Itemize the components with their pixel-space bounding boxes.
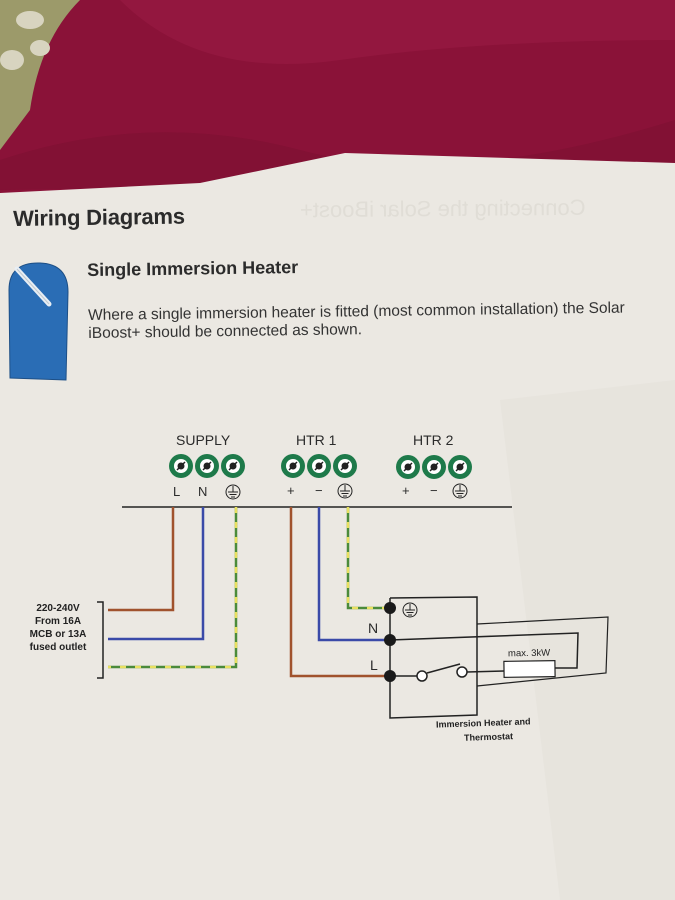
heating-element	[503, 660, 556, 678]
heater-label-l: L	[370, 657, 378, 673]
supply-note: 220-240V From 16A MCB or 13A fused outle…	[22, 602, 94, 654]
group-label-htr1: HTR 1	[296, 432, 337, 448]
terminal-group-supply	[169, 454, 245, 500]
terminal-screw	[333, 454, 357, 478]
supply-live-wire	[108, 507, 175, 612]
terminal-screw	[221, 454, 245, 478]
thermostat-contact-b	[456, 666, 468, 678]
terminal-blocks	[169, 454, 472, 500]
immersion-heater-icon	[8, 262, 69, 381]
group-label-htr2: HTR 2	[413, 432, 454, 448]
terminal-screw	[195, 454, 219, 478]
page-title: Wiring Diagrams	[13, 203, 185, 231]
supply-note-line: 220-240V	[36, 603, 80, 614]
thermostat-switch	[426, 663, 461, 674]
thermostat-contact-a	[416, 670, 428, 682]
heater-caption-line2: Thermostat	[463, 731, 514, 743]
terminal-group-htr2	[396, 455, 472, 499]
htr1-live-wire	[289, 507, 390, 678]
terminal-label-htr2-plus: +	[402, 483, 410, 498]
terminal-label-n: N	[198, 484, 208, 499]
group-label-supply: SUPPLY	[176, 432, 231, 448]
show-through-text: Connecting the Solar iBoost+	[299, 194, 586, 223]
paper-sheet	[0, 153, 675, 900]
section-heading: Single Immersion Heater	[87, 257, 299, 280]
earth-symbol-icon	[452, 483, 468, 499]
heater-label-n: N	[368, 620, 379, 636]
supply-note-line: From 16A	[34, 616, 82, 627]
terminal-screw	[448, 455, 472, 479]
htr1-neutral-wire	[317, 507, 390, 642]
supply-note-line: fused outlet	[29, 642, 87, 653]
supply-neutral-wire	[108, 507, 205, 641]
terminal-label-htr1-plus: +	[287, 483, 295, 498]
element-label: max. 3kW	[507, 647, 551, 660]
earth-symbol-icon	[225, 484, 241, 500]
supply-note-line: MCB or 13A	[29, 629, 87, 640]
terminal-screw	[307, 454, 331, 478]
heater-neutral-terminal	[384, 634, 396, 646]
terminal-group-htr1	[281, 454, 357, 499]
terminal-screw	[422, 455, 446, 479]
heater-live-terminal	[384, 670, 396, 682]
heater-wires	[289, 507, 390, 678]
immersion-heater-box	[384, 596, 609, 719]
earth-symbol-icon	[402, 602, 418, 618]
heater-earth-terminal	[384, 602, 396, 614]
terminal-label-l: L	[173, 484, 181, 499]
terminal-label-htr1-minus: −	[315, 483, 323, 498]
terminal-screw	[396, 455, 420, 479]
earth-symbol-icon	[337, 483, 353, 499]
terminal-screw	[169, 454, 193, 478]
supply-wires	[97, 507, 238, 679]
supply-bracket	[97, 601, 104, 679]
terminal-screw	[281, 454, 305, 478]
terminal-label-htr2-minus: −	[430, 483, 438, 498]
